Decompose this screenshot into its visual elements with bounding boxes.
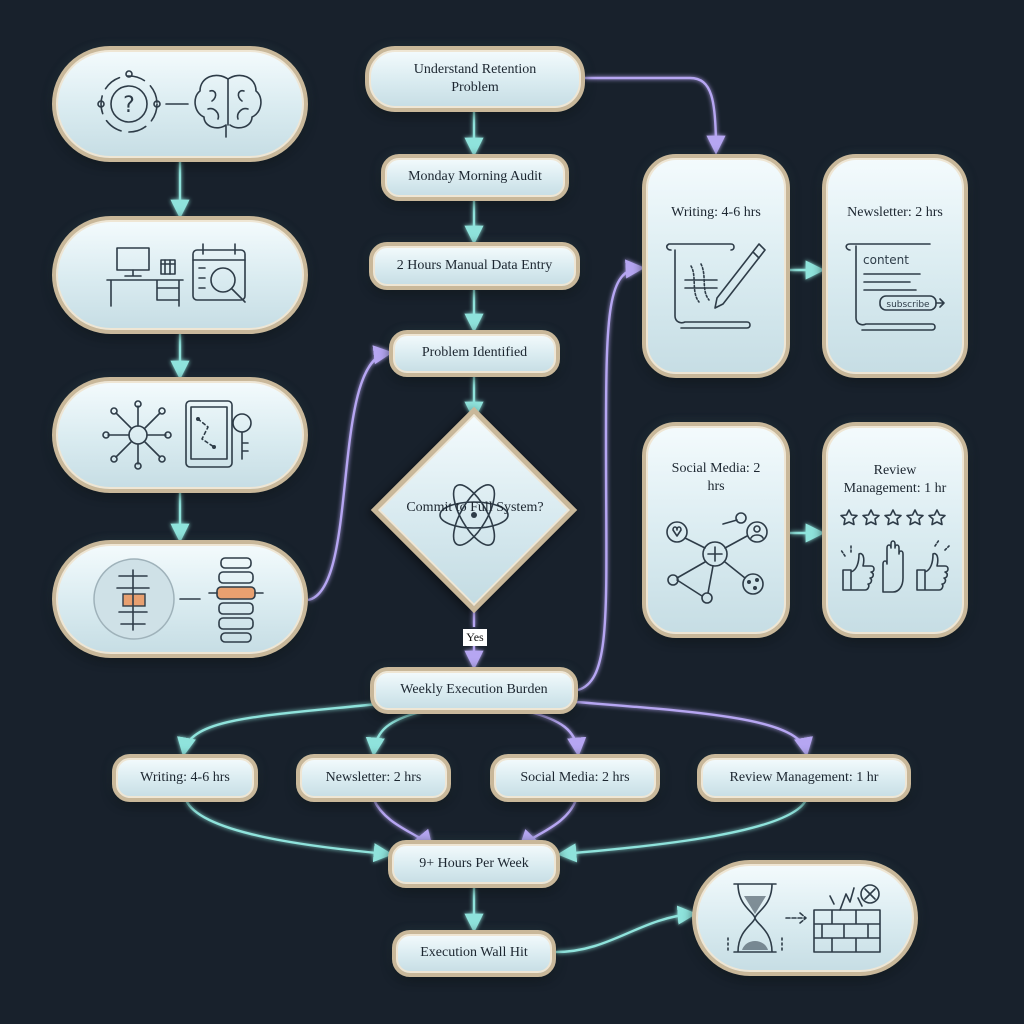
spine-scan-icon (93, 558, 175, 640)
desk-computer-icon (106, 247, 184, 307)
icon-node-network-tablet (52, 377, 308, 493)
social-network-icon (666, 512, 768, 605)
node-newsletter-small[interactable]: Newsletter: 2 hrs (296, 754, 451, 802)
card-review-title: Review Management: 1 hr (843, 463, 947, 497)
decision-label: Commit to Full System? (406, 500, 544, 515)
node-review-small[interactable]: Review Management: 1 hr (697, 754, 911, 802)
card-writing[interactable]: Writing: 4-6 hrs (642, 154, 790, 378)
arrow-right-icon (785, 912, 807, 924)
question-network-icon: ? (97, 70, 161, 133)
card-newsletter-title: Newsletter: 2 hrs (847, 205, 943, 220)
edge-burden-newsletter-small (365, 710, 421, 757)
newsletter-scroll-icon: content subscribe (845, 243, 945, 331)
edge-left4-identified (307, 345, 393, 602)
card-social[interactable]: Social Media: 2 hrs (642, 422, 790, 638)
card-social-title: Social Media: 2 hrs (671, 461, 761, 495)
icon-node-spine (52, 540, 308, 658)
review-stars-hands-icon (840, 509, 950, 594)
node-problem-identified[interactable]: Problem Identified (389, 330, 560, 377)
yes-label: Yes (463, 629, 487, 646)
brain-icon (194, 74, 262, 138)
svg-text:?: ? (123, 93, 135, 118)
node-manual-data-entry[interactable]: 2 Hours Manual Data Entry (369, 242, 580, 290)
edge-burden-review-small (575, 700, 813, 757)
link-dash (179, 598, 201, 600)
edge-burden-writing-small (177, 702, 379, 757)
card-newsletter[interactable]: Newsletter: 2 hrs content subscribe (822, 154, 968, 378)
manuscript-pen-icon (666, 243, 766, 329)
network-hub-icon (102, 400, 172, 470)
node-social-small[interactable]: Social Media: 2 hrs (490, 754, 660, 802)
hourglass-icon (727, 883, 783, 953)
newsletter-subscribe-text: subscribe (886, 300, 930, 310)
edge-writing-hours (184, 799, 393, 863)
card-writing-title: Writing: 4-6 hrs (671, 205, 761, 220)
calendar-search-icon (192, 243, 246, 303)
link-dash (165, 103, 189, 105)
tablet-key-icon (185, 400, 252, 468)
rating-stars (840, 509, 946, 526)
edge-burden-social-small (529, 710, 587, 757)
icon-node-question-brain: ? (52, 46, 308, 162)
newsletter-content-text: content (863, 253, 909, 267)
brick-wall-icon (813, 884, 881, 953)
edge-wall-icons (555, 905, 697, 954)
icon-node-hourglass-wall (692, 860, 918, 976)
node-execution-wall[interactable]: Execution Wall Hit (392, 930, 556, 977)
edge-understand-writing (584, 76, 726, 155)
node-nine-hours[interactable]: 9+ Hours Per Week (388, 840, 560, 888)
vertebrae-icon (208, 557, 264, 643)
node-weekly-burden[interactable]: Weekly Execution Burden (370, 667, 578, 714)
node-writing-small[interactable]: Writing: 4-6 hrs (112, 754, 258, 802)
edge-burden-writing (577, 259, 645, 692)
edge-review-hours (557, 799, 808, 863)
card-review[interactable]: Review Management: 1 hr (822, 422, 968, 638)
atom-icon (439, 484, 509, 546)
node-monday-audit[interactable]: Monday Morning Audit (381, 154, 569, 201)
node-understand-retention[interactable]: Understand Retention Problem (365, 46, 585, 112)
icon-node-desk-calendar (52, 216, 308, 334)
